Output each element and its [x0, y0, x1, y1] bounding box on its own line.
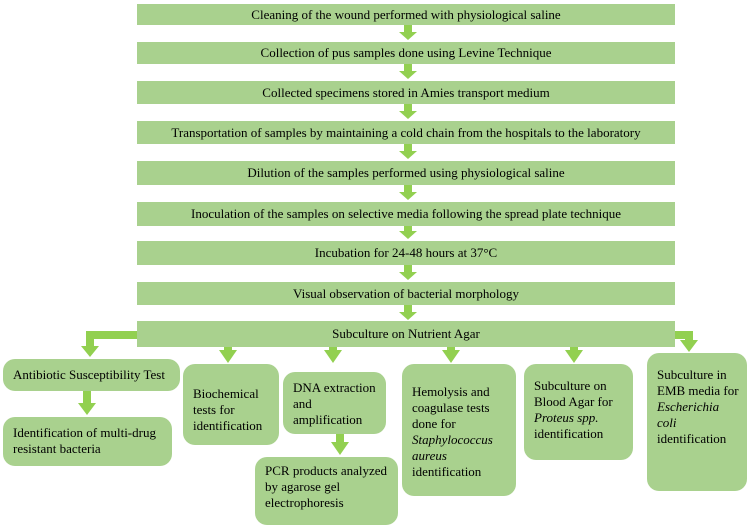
hemolysis-suffix: identification	[412, 464, 482, 479]
step-dilution: Dilution of the samples performed using …	[137, 161, 675, 185]
branch-biochemical-tests: Biochemical tests for identification	[183, 364, 279, 445]
arrow-down	[442, 346, 460, 363]
step-observation: Visual observation of bacterial morpholo…	[137, 282, 675, 305]
arrow-down	[399, 25, 417, 40]
arrow-down	[399, 104, 417, 119]
arrow-down	[78, 389, 96, 415]
step-incubation: Incubation for 24-48 hours at 37°C	[137, 241, 675, 265]
arrow-down	[324, 346, 342, 363]
hemolysis-prefix: Hemolysis and coagulase tests done for	[412, 384, 490, 431]
step-transportation: Transportation of samples by maintaining…	[137, 121, 675, 144]
branch-emb-media: Subculture in EMB media for Escherichia …	[647, 353, 747, 491]
branch-antibiotic-susceptibility-test: Antibiotic Susceptibility Test	[3, 359, 180, 391]
hemolysis-organism: Staphylococcus aureus	[412, 432, 493, 463]
arrow-down	[399, 305, 417, 320]
emb-suffix: identification	[657, 431, 727, 446]
emb-prefix: Subculture in EMB media for	[657, 367, 739, 398]
arrow-down	[399, 226, 417, 239]
arrow-down	[399, 185, 417, 200]
emb-organism: Escherichia coli	[657, 399, 720, 430]
step-inoculation: Inoculation of the samples on selective …	[137, 202, 675, 226]
arrow-down	[219, 346, 237, 363]
branch-pcr-products: PCR products analyzed by agarose gel ele…	[255, 457, 398, 525]
step-storage: Collected specimens stored in Amies tran…	[137, 81, 675, 104]
arrow-down	[331, 432, 349, 455]
branch-hemolysis-coagulase-tests: Hemolysis and coagulase tests done for S…	[402, 364, 516, 496]
step-subculture-nutrient-agar: Subculture on Nutrient Agar	[137, 321, 675, 347]
arrow-down	[399, 64, 417, 79]
arrow-down	[565, 346, 583, 363]
arrow-down	[399, 265, 417, 280]
branch-blood-agar: Subculture on Blood Agar for Proteus spp…	[524, 364, 633, 460]
blood-organism: Proteus spp.	[534, 410, 599, 425]
branch-mdr-identification: Identification of multi-drug resistant b…	[3, 417, 172, 466]
blood-prefix: Subculture on Blood Agar for	[534, 378, 613, 409]
blood-suffix: identification	[534, 426, 604, 441]
arrow-elbow-right	[673, 331, 698, 352]
step-cleaning: Cleaning of the wound performed with phy…	[137, 4, 675, 25]
arrow-elbow-left	[81, 331, 138, 357]
branch-dna-extraction: DNA extraction and amplification	[283, 372, 386, 434]
step-collection: Collection of pus samples done using Lev…	[137, 42, 675, 64]
arrow-down	[399, 144, 417, 159]
